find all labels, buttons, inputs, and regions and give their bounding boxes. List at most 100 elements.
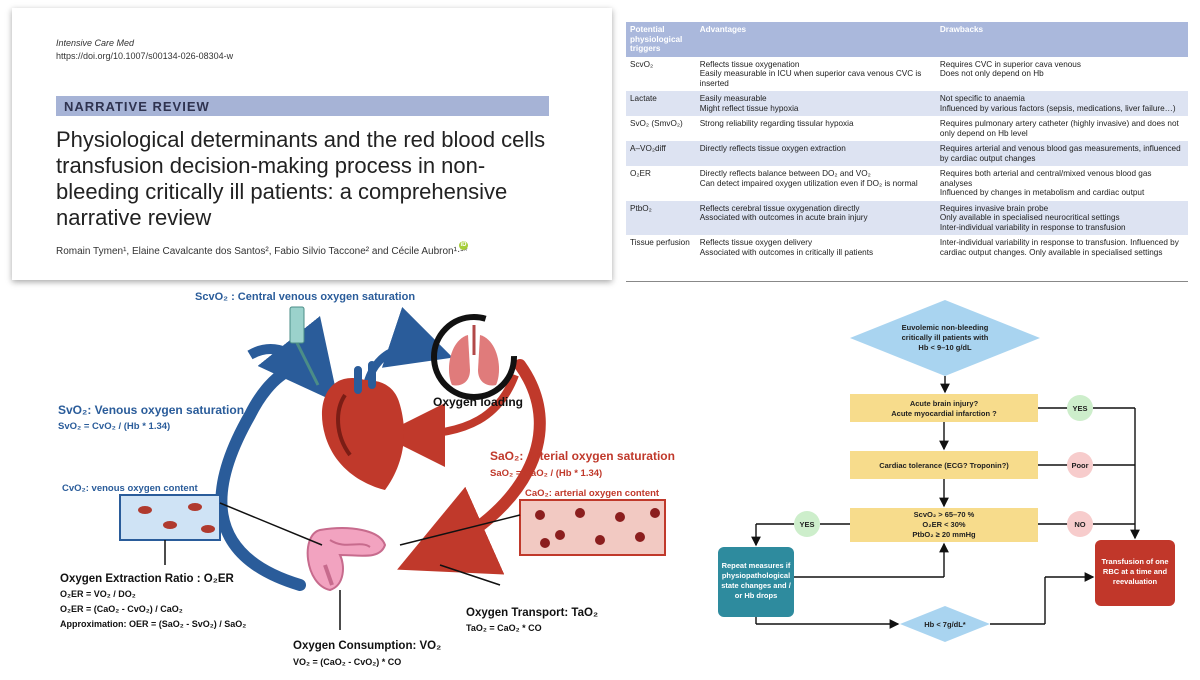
hb-threshold-diamond (900, 606, 990, 642)
table-body: ScvO₂ Reflects tissue oxygenation Easily … (626, 57, 1188, 261)
start-line-3: Hb < 9–10 g/dL (918, 343, 972, 352)
cell-trigger: ScvO₂ (630, 59, 654, 69)
trigger-table: Potential physiological triggers Advanta… (626, 22, 1188, 260)
question-oxygenation-markers (850, 508, 1038, 542)
q1-line-2: Acute myocardial infarction ? (891, 409, 997, 418)
heart-icon (321, 361, 405, 490)
header-drawbacks: Drawbacks (935, 22, 1188, 57)
lungs-icon (431, 314, 517, 400)
catheter-icon (289, 306, 320, 386)
consumption-formula: VO₂ = (CaO₂ - CvO₂) * CO (293, 657, 401, 667)
scvo2-label: ScvO₂ : Central venous oxygen saturation (195, 291, 415, 303)
arterial-vessel-icon (519, 499, 666, 556)
q3-line-1: ScvO₂ > 65–70 % (914, 510, 975, 519)
cell-advantages: Directly reflects balance between DO₂ an… (699, 169, 918, 188)
repeat-line-4: or Hb drops (735, 591, 778, 600)
q1-line-1: Acute brain injury? (910, 399, 979, 408)
cell-trigger: PtbO₂ (626, 200, 696, 235)
yes-label-2: YES (799, 520, 814, 529)
repeat-line-1: Repeat measures if (722, 561, 791, 570)
cell-advantages: Reflects tissue oxygenation Easily measu… (699, 59, 922, 88)
cvo2-label: CvO₂: venous oxygen content (62, 483, 198, 494)
table-row: Tissue perfusion Reflects tissue oxygen d… (626, 235, 1188, 260)
o2er-formula-1: O₂ER = VO₂ / DO₂ (60, 589, 136, 599)
header-trigger: Potential physiological triggers (626, 22, 696, 57)
physiology-diagram: ScvO₂ : Central venous oxygen saturation… (58, 291, 675, 667)
cell-trigger: A–VO₂diff (626, 141, 696, 166)
cell-drawbacks: Not specific to anaemia Influenced by va… (935, 91, 1188, 116)
no-badge (1067, 511, 1093, 537)
cell-drawbacks: Requires pulmonary artery catheter (high… (939, 119, 1179, 138)
cell-drawbacks: Requires CVC in superior cava venous Doe… (939, 59, 1081, 79)
sao2-formula: SaO₂ = CaO₂ / (Hb * 1.34) (490, 468, 602, 479)
table-row: SvO₂ (SmvO₂) Strong reliability regarding… (626, 116, 1188, 141)
cell-advantages: Easily measurable Might reflect tissue h… (695, 91, 936, 116)
no-label: NO (1074, 520, 1085, 529)
cell-trigger: O₂ER (630, 169, 651, 178)
start-line-2: critically ill patients with (902, 333, 989, 342)
cell-drawbacks: Requires invasive brain probe Only avail… (935, 200, 1188, 235)
o2er-title: Oxygen Extraction Ratio : O₂ER (60, 573, 235, 585)
transfusion-box (1095, 540, 1175, 606)
q3-line-2: O₂ER < 30% (922, 520, 965, 529)
transfusion-flowchart: Euvolemic non-bleeding critically ill pa… (718, 300, 1175, 642)
paper-authors: Romain Tymen¹, Elaine Cavalcante dos San… (56, 246, 468, 257)
doi-link[interactable]: https://doi.org/10.1007/s00134-026-08304… (56, 51, 234, 61)
svo2-title: SvO₂: Venous oxygen saturation (58, 403, 244, 417)
journal-name: Intensive Care Med (56, 38, 135, 48)
consumption-title: Oxygen Consumption: VO₂ (293, 640, 441, 652)
question-brain-injury (850, 394, 1038, 422)
section-label: NARRATIVE REVIEW (64, 99, 210, 114)
sao2-title: SaO₂: Arterial oxygen saturation (490, 449, 675, 463)
table-row: ScvO₂ Reflects tissue oxygenation Easily … (626, 57, 1188, 92)
header-advantages: Advantages (695, 22, 936, 57)
cell-trigger: Tissue perfusion (630, 238, 690, 247)
svo2-formula: SvO₂ = CvO₂ / (Hb * 1.34) (58, 421, 170, 432)
cell-drawbacks: Inter-individual variability in response… (939, 238, 1179, 257)
poor-badge (1067, 452, 1093, 478)
oxygen-loading-label: Oxygen loading (433, 395, 523, 409)
table-bottom-rule (626, 281, 1188, 282)
cell-advantages: Directly reflects tissue oxygen extracti… (695, 141, 936, 166)
repeat-measures-box (718, 547, 794, 617)
transport-title: Oxygen Transport: TaO₂ (466, 607, 598, 619)
poor-label: Poor (1071, 461, 1088, 470)
venous-return-arrow (215, 361, 326, 591)
cell-advantages: Reflects cerebral tissue oxygenation dir… (695, 200, 936, 235)
arterial-arrow (397, 359, 546, 575)
o2er-formula-2: O₂ER = (CaO₂ - CvO₂) / CaO₂ (60, 604, 183, 614)
cell-advantages: Strong reliability regarding tissular hy… (699, 119, 854, 128)
repeat-line-3: state changes and / (721, 581, 792, 590)
orcid-icon[interactable]: iD (459, 241, 468, 250)
repeat-line-2: physiopathological (722, 571, 790, 580)
table-header-row: Potential physiological triggers Advanta… (626, 22, 1188, 57)
cell-trigger: Lactate (626, 91, 696, 116)
venous-vessel-icon (119, 494, 221, 541)
o2er-formula-3: Approximation: OER = (SaO₂ - SvO₂) / SaO… (60, 619, 246, 629)
cell-drawbacks: Requires arterial and venous blood gas m… (935, 141, 1188, 166)
start-line-1: Euvolemic non-bleeding (902, 323, 989, 332)
q2-text: Cardiac tolerance (ECG? Troponin?) (879, 461, 1009, 470)
cell-advantages: Reflects tissue oxygen delivery Associat… (699, 238, 874, 257)
q3-line-3: PtbO₂ ≥ 20 mmHg (912, 530, 976, 539)
cell-drawbacks: Requires both arterial and central/mixed… (939, 169, 1152, 197)
table-row: O₂ER Directly reflects balance between DO… (626, 166, 1188, 201)
question-cardiac-tolerance (850, 451, 1038, 479)
transfusion-line-2: RBC at a time and (1103, 567, 1168, 576)
cao2-label: CaO₂: arterial oxygen content (525, 488, 660, 499)
intestine-icon (306, 527, 387, 592)
transport-formula: TaO₂ = CaO₂ * CO (466, 623, 542, 633)
hb-threshold-label: Hb < 7g/dL* (924, 620, 966, 629)
transfusion-line-1: Transfusion of one (1101, 557, 1168, 566)
yes-badge-1 (1067, 395, 1093, 421)
paper-title: Physiological determinants and the red b… (56, 127, 546, 230)
cell-trigger: SvO₂ (SmvO₂) (630, 119, 683, 128)
yes-badge-2 (794, 511, 820, 537)
start-diamond (850, 300, 1040, 376)
yes-label-1: YES (1072, 404, 1087, 413)
paper-header-card (12, 8, 612, 280)
section-band: NARRATIVE REVIEW (56, 96, 549, 116)
transfusion-line-3: reevaluation (1113, 577, 1158, 586)
